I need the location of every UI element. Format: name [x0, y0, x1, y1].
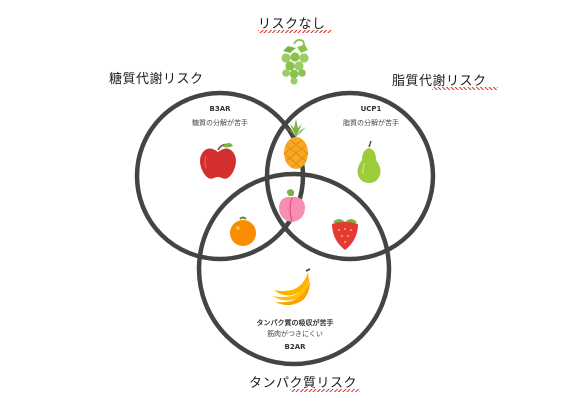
- label-protein-risk: タンパク質リスク: [249, 376, 358, 391]
- banana-icon: [272, 268, 311, 306]
- underline-no-risk: [258, 30, 332, 33]
- strawberry-icon: [332, 219, 358, 250]
- desc-protein-main: タンパク質の吸収が苦手: [256, 319, 334, 327]
- gene-protein: B2AR: [284, 343, 306, 351]
- label-sugar-risk: 糖質代謝リスク: [109, 72, 204, 87]
- gene-sugar: B3AR: [209, 105, 231, 113]
- desc-fat: 脂質の分解が苦手: [343, 119, 399, 127]
- underline-protein-risk: [290, 389, 360, 392]
- apple-icon: [200, 143, 236, 179]
- pear-icon: [357, 140, 381, 183]
- underline-fat-risk: [432, 87, 498, 90]
- pineapple-icon: [283, 119, 309, 169]
- grapes-icon: [281, 39, 309, 85]
- label-no-risk: リスクなし: [258, 17, 326, 32]
- circle-protein-risk: [196, 171, 392, 367]
- label-fat-risk: 脂質代謝リスク: [392, 74, 487, 89]
- orange-icon: [230, 216, 256, 246]
- peach-icon: [279, 189, 305, 222]
- desc-protein-sub: 筋肉がつきにくい: [267, 330, 323, 338]
- gene-fat: UCP1: [360, 105, 382, 113]
- desc-sugar: 糖質の分解が苦手: [192, 119, 248, 127]
